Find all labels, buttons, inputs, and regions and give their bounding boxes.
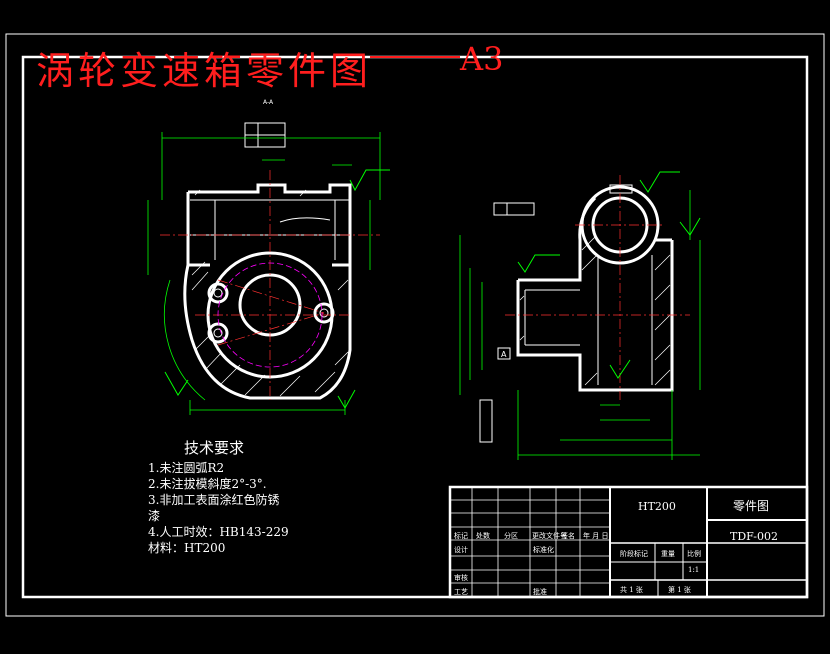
scale-value: 1:1 [688, 566, 700, 574]
datum-label: A [501, 350, 507, 359]
hatch-left [191, 189, 349, 397]
roughness-symbols-left [164, 169, 390, 410]
left-view: A-A [147, 99, 390, 415]
sheet-total: 共 1 张 [620, 586, 643, 594]
bracket-inner-lines [524, 184, 653, 385]
note-line: 1.未注圆弧R2 [148, 461, 225, 475]
approve-label: 批准 [533, 588, 547, 596]
technical-requirements: 技术要求 1.未注圆弧R2 2.未注拔模斜度2°-3°. 3.非加工表面涂红色防… [148, 440, 289, 556]
note-line: 4.人工时效：HB143-229 [148, 525, 289, 539]
note-line: 材料：HT200 [148, 541, 226, 555]
inner-frame [21, 55, 809, 599]
drawing-name-cell: 零件图 [733, 499, 770, 513]
weight-label: 重量 [661, 550, 675, 558]
sheet-size: A3 [460, 40, 504, 78]
roughness-symbols-right [517, 171, 701, 379]
process-label: 工艺 [454, 588, 468, 596]
row-label: 标记 [454, 532, 468, 540]
tolerance-frame-left [244, 122, 286, 148]
row-label: 处数 [476, 532, 490, 540]
section-label: A-A [263, 99, 274, 106]
review-label: 审核 [454, 574, 468, 582]
housing-outline [183, 183, 352, 400]
drawing-title: 涡轮变速箱零件图 [36, 49, 373, 93]
notes-heading: 技术要求 [184, 439, 245, 457]
dimension-lines-right [459, 190, 701, 460]
note-line: 漆 [148, 509, 161, 523]
title-block-grid [448, 485, 809, 599]
drawing-number-cell: TDF-002 [730, 530, 779, 543]
centerlines-left [160, 170, 380, 400]
material-cell: HT200 [638, 500, 676, 513]
standard-label: 标准化 [533, 546, 554, 554]
note-line: 3.非加工表面涂红色防锈 [148, 493, 280, 507]
row-label: 分区 [504, 532, 518, 540]
stage-mark-label: 阶段标记 [620, 550, 648, 558]
designer-label: 设计 [454, 546, 468, 554]
right-view: A [459, 171, 701, 460]
sheet-number: 第 1 张 [668, 586, 691, 594]
dimension-lines-left [147, 132, 381, 415]
tolerance-frame-right [479, 202, 535, 443]
centerlines-right [505, 175, 690, 400]
hatch-right [519, 235, 671, 386]
note-line: 2.未注拔模斜度2°-3°. [148, 477, 267, 491]
pitch-circle [217, 262, 323, 368]
row-label: 更改文件号 [532, 532, 567, 540]
datum-box [497, 347, 511, 360]
bracket-outline [516, 185, 674, 392]
ratio-label: 比例 [687, 550, 701, 558]
outer-border [5, 33, 825, 617]
row-label: 年 月 日 [583, 532, 609, 540]
row-label: 签名 [561, 532, 575, 540]
